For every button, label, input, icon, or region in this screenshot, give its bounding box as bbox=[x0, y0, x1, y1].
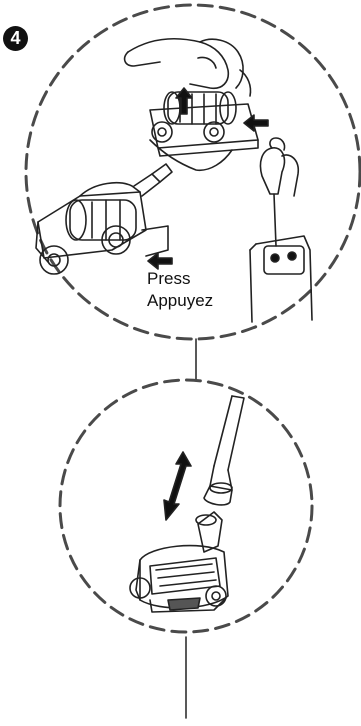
double-arrow-icon bbox=[163, 451, 192, 521]
top-detail-circle bbox=[24, 3, 361, 341]
press-label: Press Appuyez bbox=[147, 268, 213, 312]
floor-nozzle bbox=[35, 163, 173, 275]
brush-roll-housing bbox=[149, 91, 259, 157]
step-number-badge: 4 bbox=[3, 26, 28, 51]
screwdriver-detail bbox=[249, 137, 313, 323]
press-arrow-icon bbox=[243, 114, 269, 132]
extension-wand bbox=[203, 395, 245, 506]
lift-arrow-icon bbox=[175, 87, 193, 115]
hand-lifting-brush bbox=[123, 38, 252, 172]
turbo-brush bbox=[129, 511, 229, 613]
bottom-detail-circle bbox=[58, 378, 314, 634]
press-arrow-icon-lower bbox=[147, 252, 173, 270]
press-label-en: Press bbox=[147, 269, 191, 288]
press-label-fr: Appuyez bbox=[147, 291, 214, 310]
